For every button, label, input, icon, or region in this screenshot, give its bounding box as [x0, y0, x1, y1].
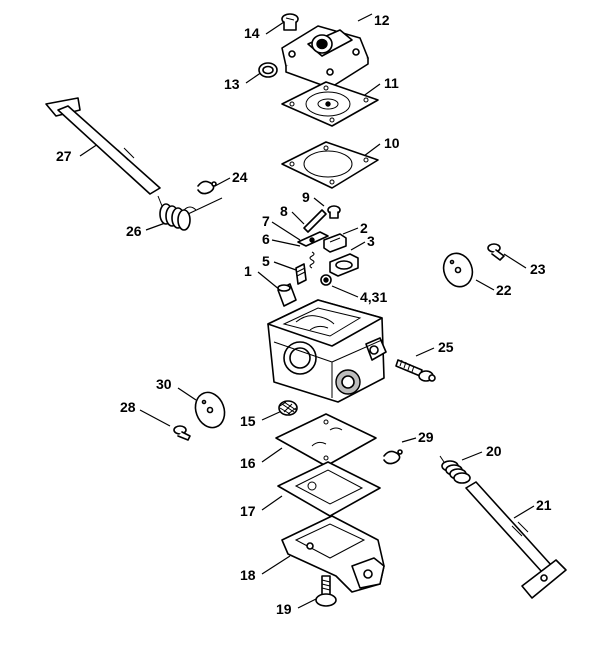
callout-10: 10 [384, 135, 400, 151]
part-10-gasket [281, 141, 379, 189]
callout-11: 11 [384, 75, 399, 91]
part-2-needle [323, 233, 347, 253]
callout-22: 22 [496, 282, 512, 298]
callout-25: 25 [438, 339, 454, 355]
part-30-throttle-plate [194, 391, 226, 429]
part-1-plug [277, 283, 297, 307]
part-5-spring [295, 251, 315, 285]
callout-17: 17 [240, 503, 256, 519]
callout-26: 26 [126, 223, 142, 239]
callout-21: 21 [536, 497, 552, 513]
callout-4-31: 4,31 [360, 289, 387, 305]
part-4-31-nozzle [320, 274, 332, 286]
callout-7: 7 [262, 213, 270, 229]
callout-15: 15 [240, 413, 256, 429]
callout-8: 8 [280, 203, 288, 219]
part-14-screw [281, 13, 299, 31]
callout-30: 30 [156, 376, 172, 392]
part-15-strainer [278, 400, 298, 416]
part-28-screw [173, 425, 191, 441]
part-24-clip [197, 180, 217, 195]
callout-1: 1 [244, 263, 252, 279]
callout-12: 12 [374, 12, 390, 28]
part-27-throttle-shaft [45, 97, 161, 195]
part-26-spring [157, 195, 223, 231]
callout-14: 14 [244, 25, 260, 41]
callout-3: 3 [367, 233, 375, 249]
callout-23: 23 [530, 261, 546, 277]
part-20-spring [439, 455, 471, 484]
part-29-clip [383, 449, 403, 465]
part-19-screw [315, 575, 337, 607]
callout-2: 2 [360, 220, 368, 236]
part-17-gasket [277, 461, 381, 517]
part-23-screw [487, 243, 505, 261]
callout-19: 19 [276, 601, 292, 617]
carburetor-body [267, 299, 387, 403]
part-25-adjusting-screw [395, 359, 436, 382]
callout-20: 20 [486, 443, 502, 459]
part-3-seal [329, 253, 359, 277]
callout-28: 28 [120, 399, 136, 415]
callout-24: 24 [232, 169, 248, 185]
part-8-pin [303, 209, 327, 233]
part-13-o-ring [258, 62, 278, 78]
part-22-choke-plate [442, 252, 474, 288]
callout-labels: 14 12 13 11 10 27 24 26 9 8 7 6 2 3 5 1 … [56, 12, 552, 617]
callout-27: 27 [56, 148, 72, 164]
callout-29: 29 [418, 429, 434, 445]
part-16-metering-diaphragm [275, 413, 377, 467]
callout-9: 9 [302, 189, 310, 205]
part-7-inlet-lever [297, 231, 329, 247]
part-12-cover [281, 25, 369, 89]
callout-18: 18 [240, 567, 256, 583]
callout-6: 6 [262, 231, 270, 247]
part-11-diaphragm [281, 81, 379, 127]
callout-5: 5 [262, 253, 270, 269]
part-18-bottom-cover [281, 515, 385, 593]
callout-13: 13 [224, 76, 240, 92]
callout-16: 16 [240, 455, 256, 471]
part-21-choke-shaft [465, 481, 567, 599]
part-9-screw [327, 205, 341, 219]
